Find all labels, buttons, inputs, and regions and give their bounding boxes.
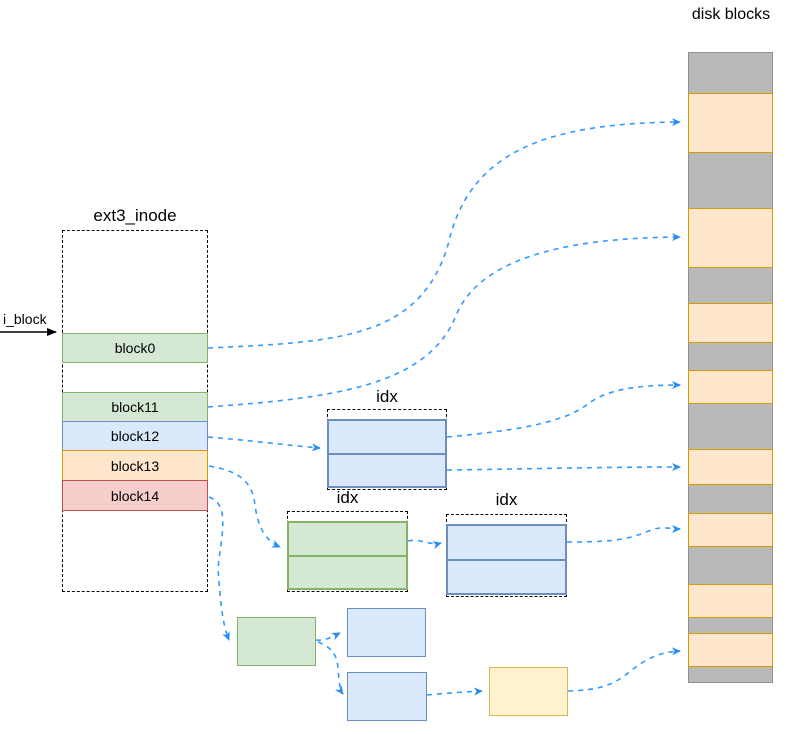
idx2-node bbox=[287, 511, 408, 592]
idx1-row-2 bbox=[328, 453, 446, 487]
arrow-block12-to-idx1 bbox=[207, 436, 321, 452]
triple-indirect-green-box bbox=[237, 617, 316, 666]
arrow-block13-to-idx2 bbox=[208, 465, 281, 548]
triple-indirect-yellow-box bbox=[489, 667, 568, 716]
disk-data-block-4 bbox=[688, 370, 773, 404]
arrow-blue-b-to-yellow bbox=[426, 687, 483, 696]
inode-row-block14: block14 bbox=[62, 480, 208, 511]
inode-row-block12-label: block12 bbox=[110, 428, 160, 444]
inode-row-block12: block12 bbox=[62, 421, 208, 451]
idx2-row-1 bbox=[288, 522, 407, 556]
arrow-green-to-blue-a bbox=[315, 632, 341, 641]
triple-indirect-blue-box-b bbox=[347, 672, 427, 721]
arrow-idx3-to-disk6 bbox=[566, 524, 681, 543]
disk-data-block-3 bbox=[688, 303, 773, 343]
inode-row-block13-label: block13 bbox=[110, 457, 160, 474]
idx3-row-1 bbox=[447, 525, 566, 560]
inode-row-block13: block13 bbox=[62, 450, 208, 481]
inode-row-block0: block0 bbox=[62, 333, 208, 363]
arrow-idx1-to-disk4 bbox=[446, 381, 681, 438]
idx1-node bbox=[327, 409, 447, 490]
inode-row-block14-label: block14 bbox=[110, 487, 160, 504]
idx2-row-2 bbox=[288, 555, 407, 589]
disk-blocks-title: disk blocks bbox=[691, 6, 771, 23]
idx3-table bbox=[446, 524, 567, 595]
inode-row-block11: block11 bbox=[62, 392, 208, 422]
disk-blocks-column bbox=[688, 52, 773, 683]
idx3-node bbox=[446, 514, 567, 597]
disk-data-block-7 bbox=[688, 584, 773, 618]
disk-data-block-6 bbox=[688, 513, 773, 547]
arrow-idx1-to-disk5 bbox=[446, 463, 681, 472]
arrow-block14-to-green bbox=[208, 496, 230, 641]
inode-row-block11-label: block11 bbox=[111, 399, 159, 415]
idx1-table bbox=[327, 419, 447, 488]
idx2-table bbox=[287, 521, 408, 590]
disk-data-block-5 bbox=[688, 449, 773, 485]
idx3-row-2 bbox=[447, 559, 566, 594]
arrow-green-to-blue-b bbox=[317, 641, 344, 695]
arrow-block0-to-disk1 bbox=[207, 118, 681, 349]
idx2-label: idx bbox=[336, 488, 359, 507]
disk-data-block-1 bbox=[688, 93, 773, 153]
idx1-row-1 bbox=[328, 420, 446, 454]
inode-row-block0-label: block0 bbox=[114, 340, 156, 356]
idx1-label: idx bbox=[376, 387, 398, 406]
disk-data-block-2 bbox=[688, 208, 773, 268]
i-block-label: i_block bbox=[3, 311, 47, 327]
disk-data-block-8 bbox=[688, 633, 773, 667]
idx3-label: idx bbox=[495, 490, 518, 509]
ext3-inode-title: ext3_inode bbox=[93, 206, 177, 225]
ext3-inode-box: block0 block11 block12 block13 block14 bbox=[62, 230, 208, 592]
arrow-block11-to-disk2 bbox=[207, 233, 681, 408]
arrow-yellow-to-disk8 bbox=[567, 647, 681, 692]
triple-indirect-blue-box-a bbox=[347, 608, 426, 657]
arrow-idx2-to-idx3 bbox=[407, 539, 442, 549]
